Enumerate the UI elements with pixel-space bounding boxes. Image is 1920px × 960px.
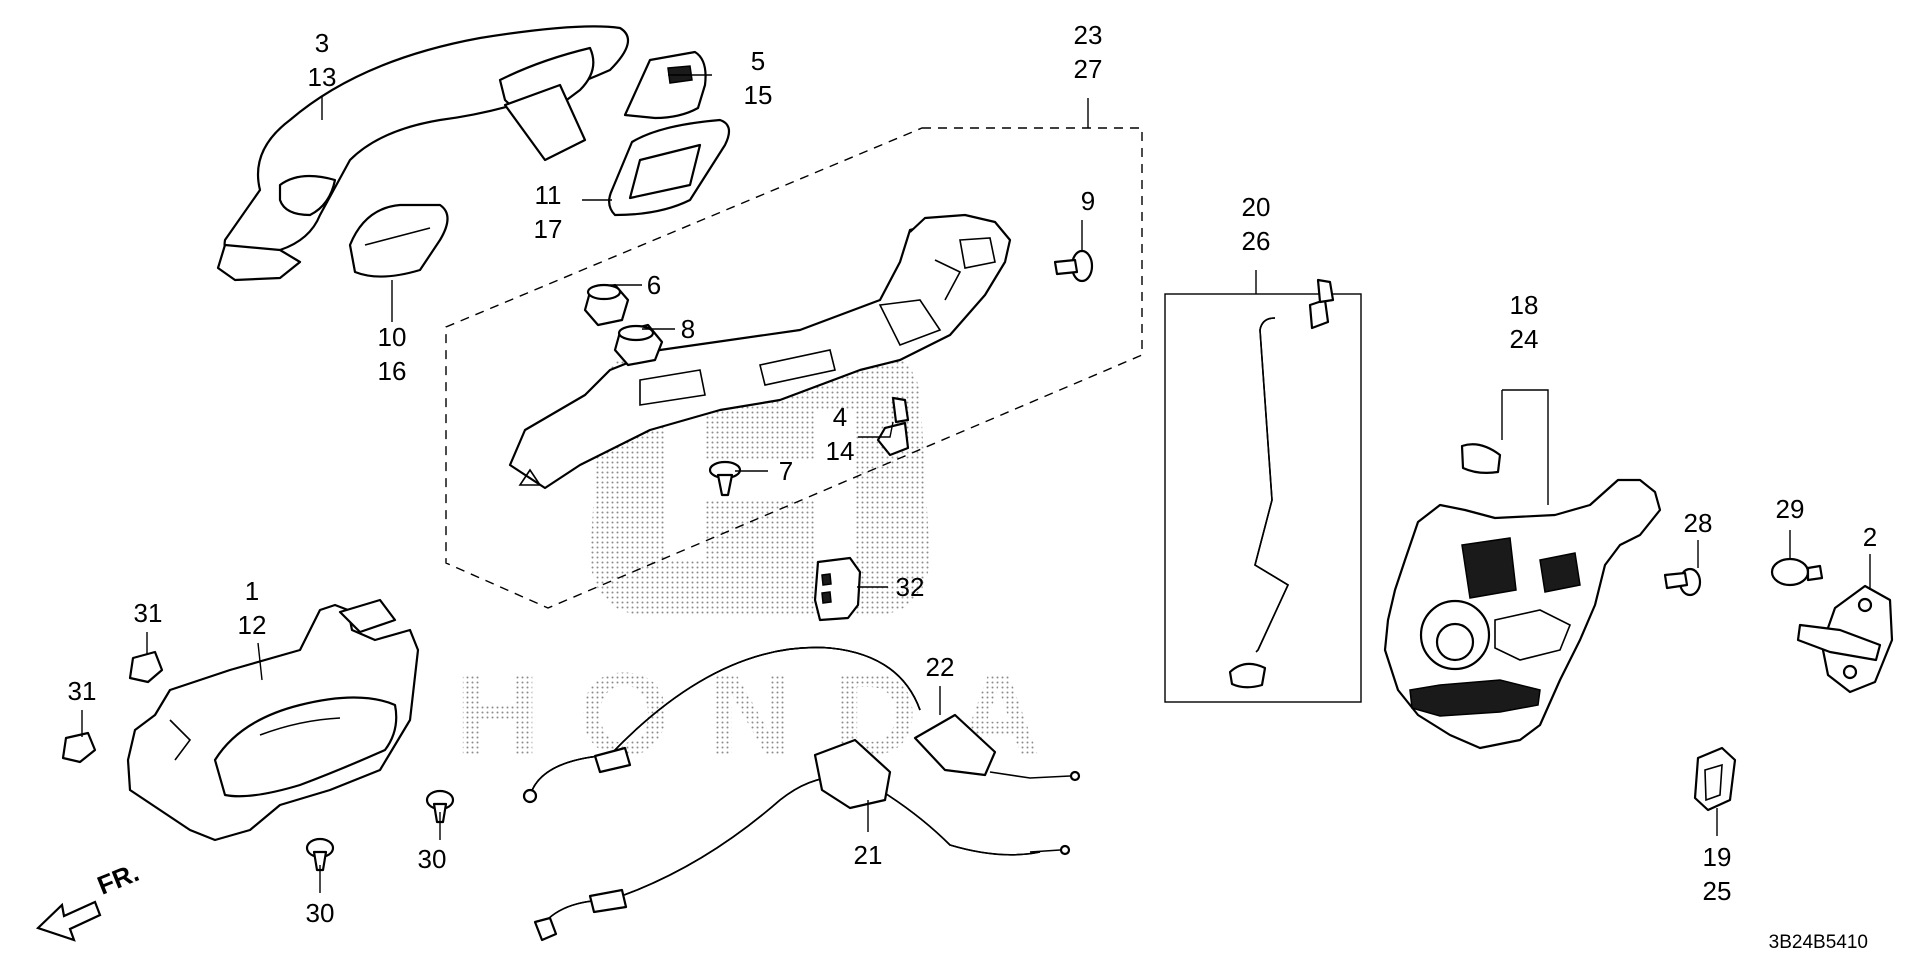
outer-door-handle <box>216 25 630 282</box>
callout-31-upper: 31 <box>134 598 163 628</box>
svg-text:6: 6 <box>647 270 661 300</box>
front-arrow: FR. <box>35 857 143 942</box>
svg-text:25: 25 <box>1703 876 1732 906</box>
svg-text:23: 23 <box>1074 20 1103 50</box>
callout-7: 7 <box>779 456 793 486</box>
svg-text:19: 19 <box>1703 842 1732 872</box>
clip-4-14 <box>876 396 910 457</box>
svg-text:17: 17 <box>534 214 563 244</box>
callout-5-15: 5 15 <box>744 46 773 110</box>
svg-text:30: 30 <box>418 844 447 874</box>
callout-10-16: 10 16 <box>378 322 407 386</box>
svg-text:31: 31 <box>68 676 97 706</box>
callout-6: 6 <box>647 270 661 300</box>
callout-31-lower: 31 <box>68 676 97 706</box>
svg-text:28: 28 <box>1684 508 1713 538</box>
callout-20-26: 20 26 <box>1242 192 1271 256</box>
svg-text:27: 27 <box>1074 54 1103 84</box>
svg-text:21: 21 <box>854 840 883 870</box>
inner-door-handle <box>126 598 420 842</box>
callout-9: 9 <box>1081 186 1095 216</box>
door-striker <box>1796 584 1894 694</box>
pad-32 <box>813 556 862 622</box>
svg-text:2: 2 <box>1863 522 1877 552</box>
callout-30-left: 30 <box>306 898 335 928</box>
callout-8: 8 <box>681 314 695 344</box>
svg-text:1: 1 <box>245 576 259 606</box>
callout-19-25: 19 25 <box>1703 842 1732 906</box>
callout-28: 28 <box>1684 508 1713 538</box>
svg-text:7: 7 <box>779 456 793 486</box>
svg-text:8: 8 <box>681 314 695 344</box>
callout-3-13: 3 13 <box>308 28 337 92</box>
svg-text:3: 3 <box>315 28 329 58</box>
grommet-6 <box>583 283 630 327</box>
svg-text:26: 26 <box>1242 226 1271 256</box>
pad-31-lower <box>61 731 97 764</box>
svg-text:5: 5 <box>751 46 765 76</box>
callout-2: 2 <box>1863 522 1877 552</box>
leader-lines <box>81 74 1871 893</box>
callout-4-14: 4 14 <box>826 402 855 466</box>
handle-gasket-front <box>348 203 449 278</box>
callout-30-right: 30 <box>418 844 447 874</box>
diagram-code: 3B24B5410 <box>1769 932 1868 953</box>
svg-text:29: 29 <box>1776 494 1805 524</box>
lock-rod <box>1228 278 1335 689</box>
svg-text:9: 9 <box>1081 186 1095 216</box>
assembly-frame-23-27 <box>445 127 1143 609</box>
svg-text:4: 4 <box>833 402 847 432</box>
cable-22 <box>522 646 1081 804</box>
callout-18-24: 18 24 <box>1510 290 1539 354</box>
svg-text:12: 12 <box>238 610 267 640</box>
callout-23-27: 23 27 <box>1074 20 1103 84</box>
screw-28 <box>1663 567 1702 597</box>
handle-gasket-rear <box>608 118 731 217</box>
handle-cap <box>623 50 707 120</box>
svg-text:16: 16 <box>378 356 407 386</box>
svg-text:10: 10 <box>378 322 407 352</box>
callout-22: 22 <box>926 652 955 682</box>
cable-21 <box>533 738 1071 942</box>
assembly-frame-20-26 <box>1164 293 1362 703</box>
screw-30-left <box>305 837 335 872</box>
honda-watermark: HONDA <box>455 350 1041 781</box>
callout-1-12: 1 12 <box>238 576 267 640</box>
handle-base-assembly <box>508 213 1012 490</box>
svg-text:24: 24 <box>1510 324 1539 354</box>
svg-text:30: 30 <box>306 898 335 928</box>
callout-32: 32 <box>896 572 925 602</box>
screw-29 <box>1770 557 1824 587</box>
screw-9 <box>1053 249 1094 283</box>
svg-text:18: 18 <box>1510 290 1539 320</box>
svg-text:15: 15 <box>744 80 773 110</box>
callout-29: 29 <box>1776 494 1805 524</box>
svg-text:13: 13 <box>308 62 337 92</box>
svg-text:22: 22 <box>926 652 955 682</box>
screw-7 <box>708 460 742 497</box>
svg-text:20: 20 <box>1242 192 1271 222</box>
door-latch-assembly <box>1383 443 1662 750</box>
svg-text:14: 14 <box>826 436 855 466</box>
svg-text:11: 11 <box>535 180 562 210</box>
svg-text:32: 32 <box>896 572 925 602</box>
grommet-8 <box>613 323 664 367</box>
callout-21: 21 <box>854 840 883 870</box>
front-arrow-label: FR. <box>93 857 143 901</box>
callout-11-17: 11 17 <box>534 180 563 244</box>
svg-text:31: 31 <box>134 598 163 628</box>
latch-cover <box>1693 746 1737 812</box>
pad-31-upper <box>128 650 164 684</box>
